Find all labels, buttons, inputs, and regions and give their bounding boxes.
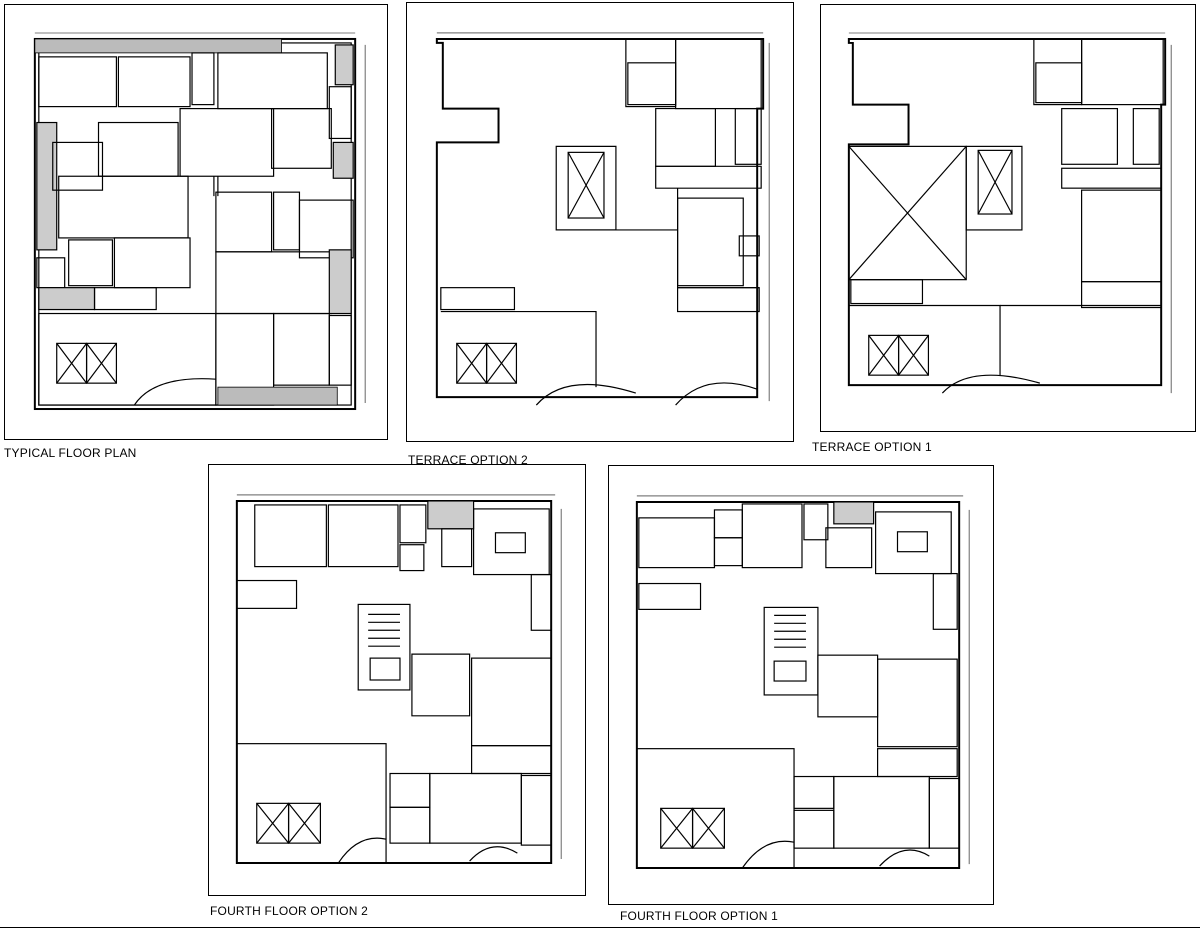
drawing-sheet-typical-floor-plan (4, 4, 388, 440)
typical-floor-plan-drawing (33, 32, 366, 411)
terrace-option-1-drawing (847, 32, 1172, 394)
drawing-caption-fourth-2: FOURTH FLOOR OPTION 2 (210, 904, 368, 918)
page-baseline-rule (0, 927, 1200, 928)
drawing-sheet-terrace-option-2 (406, 2, 794, 442)
fourth-floor-option-1-drawing (635, 495, 970, 870)
fourth-floor-option-2-drawing (235, 494, 562, 865)
drawing-sheet-fourth-floor-option-1 (608, 465, 994, 905)
drawing-sheet-terrace-option-1 (820, 4, 1196, 432)
terrace-option-2-drawing (435, 32, 770, 406)
drawing-caption-terrace-2: TERRACE OPTION 2 (408, 453, 528, 467)
drawing-caption-terrace-1: TERRACE OPTION 1 (812, 440, 932, 454)
drawing-caption-typical: TYPICAL FLOOR PLAN (4, 446, 137, 460)
drawing-caption-fourth-1: FOURTH FLOOR OPTION 1 (620, 909, 778, 923)
drawing-sheet-fourth-floor-option-2 (208, 464, 586, 896)
